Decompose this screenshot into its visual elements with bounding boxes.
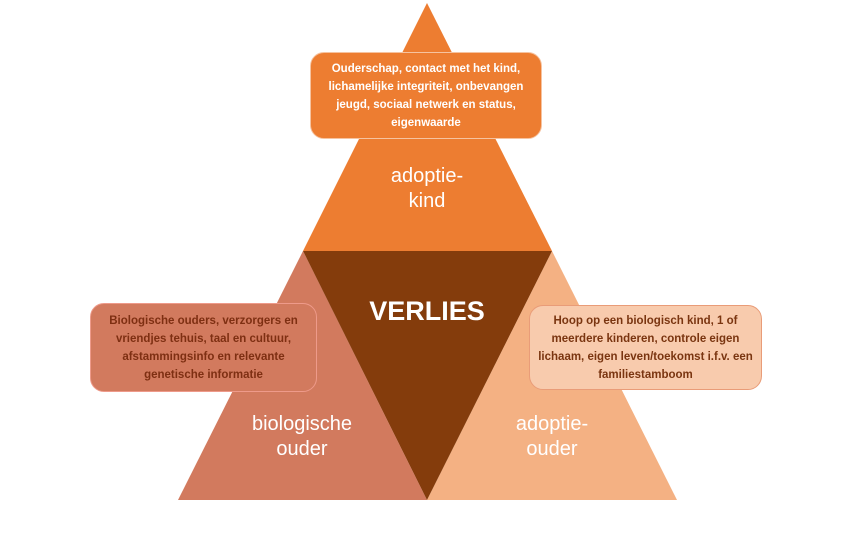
right-label: adoptie- ouder — [472, 412, 632, 462]
center-triangle-verlies — [303, 251, 552, 500]
left-label: biologische ouder — [222, 412, 382, 462]
left-detail-box: Biologische ouders, verzorgers en vriend… — [90, 303, 317, 392]
left-label-line2: ouder — [276, 438, 328, 460]
top-detail-box: Ouderschap, contact met het kind, licham… — [310, 52, 542, 139]
right-label-line2: ouder — [526, 438, 578, 460]
left-label-line1: biologische — [251, 413, 353, 435]
right-detail-box: Hoop op een biologisch kind, 1 of meerde… — [529, 305, 762, 390]
verlies-title: VERLIES — [369, 296, 485, 326]
right-label-line1: adoptie- — [515, 413, 589, 435]
top-label-line2: kind — [408, 190, 446, 212]
top-label: adoptie- kind — [347, 164, 507, 214]
top-label-line1: adoptie- — [390, 165, 464, 187]
